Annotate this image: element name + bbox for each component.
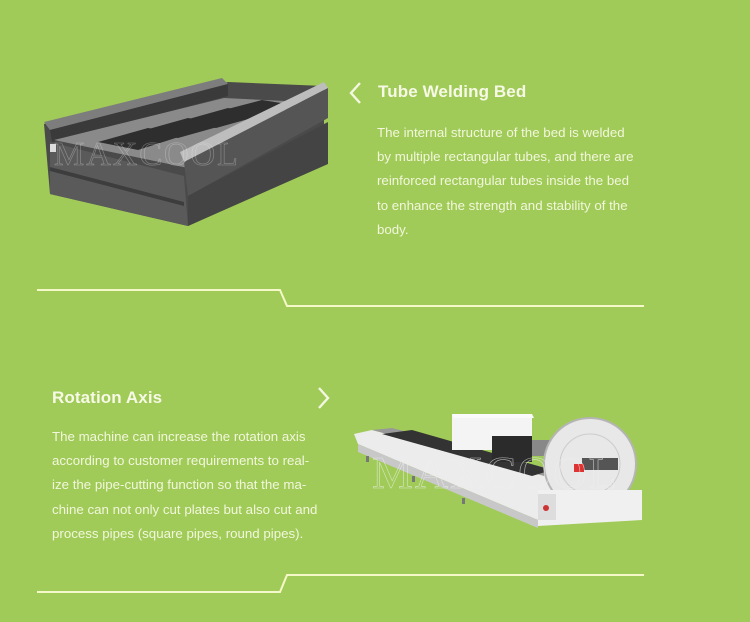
section-title-tube-welding-bed: Tube Welding Bed xyxy=(378,82,527,101)
description-line: The internal structure of the bed is wel… xyxy=(377,125,625,140)
description-line: process pipes (square pipes, round pipes… xyxy=(52,525,304,541)
section-description-rotation-axis: The machine can increase the rotation ax… xyxy=(52,425,347,546)
description-line: chine can not only cut plates but also c… xyxy=(52,501,318,517)
description-line: according to customer requirements to re… xyxy=(52,453,310,469)
tube-welding-bed-image: MAXCOOL xyxy=(38,72,328,230)
section-description-tube-welding-bed: The internal structure of the bed is wel… xyxy=(377,121,667,242)
watermark: MAXCOOL xyxy=(372,447,619,499)
chevron-right-icon xyxy=(317,386,331,410)
description-line: to enhance the strength and stability of… xyxy=(377,197,628,213)
description-line: by multiple rectangular tubes, and there… xyxy=(377,149,634,165)
watermark: MAXCOOL xyxy=(54,136,240,174)
rotation-axis-machine-image: MAXCOOL xyxy=(352,408,647,532)
section-title-rotation-axis: Rotation Axis xyxy=(52,388,163,407)
chevron-left-icon xyxy=(348,81,362,105)
description-line: body. xyxy=(377,221,409,237)
description-line: The machine can increase the rotation ax… xyxy=(52,429,306,444)
description-line: reinforced rectangular tubes inside the … xyxy=(377,173,630,189)
description-line: ize the pipe-cutting function so that th… xyxy=(52,477,307,493)
